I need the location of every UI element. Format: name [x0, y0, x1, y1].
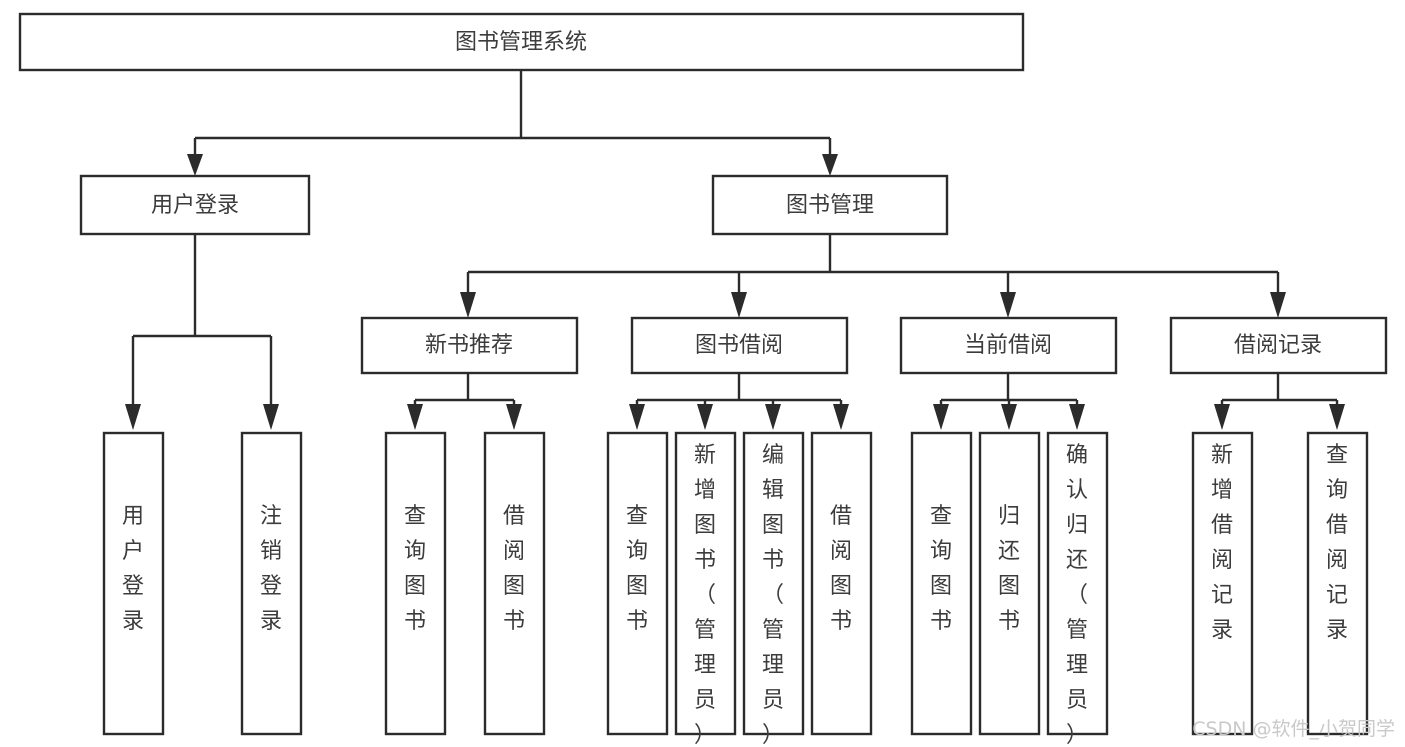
arrow-to-leaf-user-login [125, 404, 141, 430]
arrow-to-book-borrow [731, 292, 747, 318]
node-current-borrow[interactable]: 当前借阅 [899, 316, 1118, 375]
node-new-book-recommend-label: 新书推荐 [425, 333, 513, 358]
connectors-group [125, 70, 1345, 430]
arrow-to-current-borrow [1000, 292, 1016, 318]
leaf-borrow-book-2-label: 借阅图书 [830, 504, 852, 634]
node-book-borrow[interactable]: 图书借阅 [630, 316, 849, 375]
leaf-edit-book-box[interactable] [742, 431, 805, 736]
leaf-query-record-label: 查询借阅记录 [1326, 443, 1348, 643]
arrow-to-leaf-query-record [1329, 404, 1345, 430]
leaf-query-record[interactable]: 查询借阅记录 [1306, 431, 1369, 736]
leaf-return-book[interactable]: 归还图书 [978, 431, 1041, 736]
leaf-borrow-book-1[interactable]: 借阅图书 [483, 431, 546, 736]
leaf-query-book-2-box[interactable] [606, 431, 669, 736]
leaf-user-login-label: 用户登录 [122, 504, 144, 634]
leaf-edit-book[interactable]: 编辑图书（管理员） [742, 431, 805, 747]
leaf-borrow-book-1-box[interactable] [483, 431, 546, 736]
node-root-box[interactable] [18, 12, 1025, 72]
node-book-management-label: 图书管理 [786, 193, 874, 218]
leaf-query-book-3[interactable]: 查询图书 [910, 431, 973, 736]
node-new-book-recommend-box[interactable] [360, 316, 579, 375]
leaf-user-logout-box[interactable] [240, 431, 303, 736]
watermark-label: CSDN @软件_小贺同学 [1192, 718, 1395, 740]
node-borrow-record-box[interactable] [1169, 316, 1388, 375]
leaf-borrow-book-2-box[interactable] [810, 431, 873, 736]
leaf-edit-book-label: 编辑图书（管理员） [762, 443, 784, 747]
arrow-to-leaf-add-record [1214, 404, 1230, 430]
node-borrow-record-label: 借阅记录 [1234, 333, 1322, 358]
leaf-add-record[interactable]: 新增借阅记录 [1191, 431, 1254, 736]
leaf-query-book-2-label: 查询图书 [626, 504, 648, 634]
node-book-borrow-box[interactable] [630, 316, 849, 375]
leaf-user-logout[interactable]: 注销登录 [240, 431, 303, 736]
leaf-add-record-label: 新增借阅记录 [1211, 443, 1233, 643]
leaf-add-book-box[interactable] [674, 431, 737, 736]
node-current-borrow-box[interactable] [899, 316, 1118, 375]
node-new-book-recommend[interactable]: 新书推荐 [360, 316, 579, 375]
arrow-to-user-login [187, 154, 203, 176]
arrow-to-leaf-return-book [1001, 404, 1017, 430]
arrow-to-leaf-confirm-return [1069, 404, 1085, 430]
node-user-login-label: 用户登录 [151, 193, 239, 218]
node-book-management-box[interactable] [711, 174, 949, 236]
arrow-to-leaf-user-logout [263, 404, 279, 430]
leaf-add-record-box[interactable] [1191, 431, 1254, 736]
leaf-user-logout-label: 注销登录 [260, 504, 282, 634]
node-root[interactable]: 图书管理系统 [18, 12, 1025, 72]
leaf-confirm-return[interactable]: 确认归还（管理员） [1046, 431, 1109, 747]
node-current-borrow-label: 当前借阅 [964, 333, 1052, 358]
arrow-to-leaf-edit-book [765, 404, 781, 430]
arrow-to-leaf-add-book [697, 404, 713, 430]
arrow-to-leaf-borrow-book-1 [506, 404, 522, 430]
node-user-login[interactable]: 用户登录 [79, 174, 311, 236]
leaf-confirm-return-label: 确认归还（管理员） [1066, 443, 1088, 747]
leaf-query-book-3-box[interactable] [910, 431, 973, 736]
leaf-query-book-1-box[interactable] [384, 431, 447, 736]
arrow-to-new-book-recommend [460, 292, 476, 318]
arrow-to-leaf-query-book-2 [629, 404, 645, 430]
arrow-to-leaf-query-book-1 [407, 404, 423, 430]
leaf-return-book-label: 归还图书 [998, 504, 1020, 634]
leaf-user-login[interactable]: 用户登录 [102, 431, 165, 736]
arrow-to-leaf-query-book-3 [933, 404, 949, 430]
node-book-borrow-label: 图书借阅 [695, 333, 783, 358]
leaf-borrow-book-2[interactable]: 借阅图书 [810, 431, 873, 736]
leaf-query-book-1[interactable]: 查询图书 [384, 431, 447, 736]
arrow-to-leaf-borrow-book-2 [833, 404, 849, 430]
leaf-add-book-label: 新增图书（管理员） [694, 443, 716, 747]
node-user-login-box[interactable] [79, 174, 311, 236]
arrow-to-borrow-record [1270, 292, 1286, 318]
leaf-confirm-return-box[interactable] [1046, 431, 1109, 736]
leaf-query-book-3-label: 查询图书 [930, 504, 952, 634]
node-book-management[interactable]: 图书管理 [711, 174, 949, 236]
leaf-return-book-box[interactable] [978, 431, 1041, 736]
leaf-user-login-box[interactable] [102, 431, 165, 736]
leaf-borrow-book-1-label: 借阅图书 [503, 504, 525, 634]
arrow-to-book-management [822, 154, 838, 176]
leaf-query-record-box[interactable] [1306, 431, 1369, 736]
node-root-label: 图书管理系统 [455, 30, 587, 55]
leaf-query-book-2[interactable]: 查询图书 [606, 431, 669, 736]
node-borrow-record[interactable]: 借阅记录 [1169, 316, 1388, 375]
leaf-add-book[interactable]: 新增图书（管理员） [674, 431, 737, 747]
leaf-query-book-1-label: 查询图书 [404, 504, 426, 634]
